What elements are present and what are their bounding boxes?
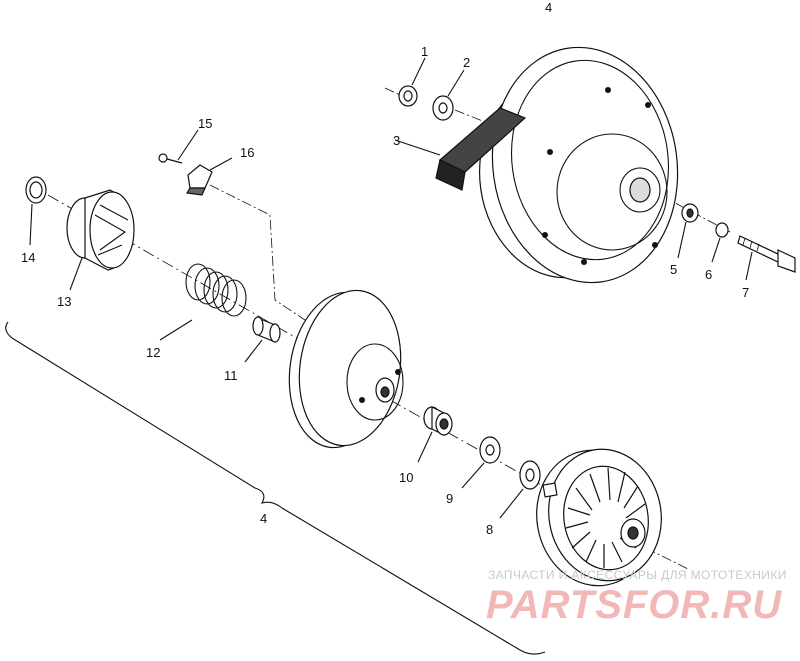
- washer-9: [461, 436, 501, 489]
- washer-5: [677, 203, 699, 259]
- wedge-16: [186, 157, 233, 196]
- callout-12: 12: [146, 345, 160, 360]
- lock-washer-6: [711, 222, 729, 263]
- watermark-logo: PARTSFOR.RU: [486, 583, 782, 627]
- sheave-movable: [288, 289, 404, 449]
- washer-2: [432, 69, 465, 121]
- callout-labels: 1 2 3 4 5 6 7 8 9 10 11 12 13 14 15 16 4: [21, 0, 749, 537]
- bushing-11: [244, 316, 281, 363]
- callout-1: 1: [421, 44, 428, 59]
- screw-15: [158, 129, 199, 164]
- sheave-fixed-fan: [536, 448, 662, 587]
- watermark: ЗАПЧАСТИ И АКСЕССУАРЫ ДЛЯ МОТОТЕХНИКИ PA…: [486, 568, 787, 627]
- spring-12: [159, 263, 247, 341]
- pulley-assembly-top: [478, 46, 679, 284]
- cam-13: [66, 189, 135, 291]
- callout-2: 2: [463, 55, 470, 70]
- callout-8: 8: [486, 522, 493, 537]
- callout-3: 3: [393, 133, 400, 148]
- callout-4-top: 4: [545, 0, 552, 15]
- callout-11: 11: [224, 368, 238, 383]
- snap-ring-14: [25, 176, 47, 246]
- bolt-7: [737, 235, 796, 281]
- callout-5: 5: [670, 262, 677, 277]
- assembly-bracket: [5, 321, 546, 655]
- callout-14: 14: [21, 250, 35, 265]
- callout-10: 10: [399, 470, 413, 485]
- watermark-tagline: ЗАПЧАСТИ И АКСЕССУАРЫ ДЛЯ МОТОТЕХНИКИ: [488, 568, 787, 582]
- washer-8: [499, 460, 541, 519]
- callout-9: 9: [446, 491, 453, 506]
- callout-13: 13: [57, 294, 71, 309]
- callout-16: 16: [240, 145, 254, 160]
- drive-belt: [394, 107, 527, 191]
- bushing-10: [417, 406, 453, 463]
- washer-1: [398, 57, 426, 107]
- callout-6: 6: [705, 267, 712, 282]
- callout-7: 7: [742, 285, 749, 300]
- callout-4-bottom: 4: [260, 511, 267, 526]
- callout-15: 15: [198, 116, 212, 131]
